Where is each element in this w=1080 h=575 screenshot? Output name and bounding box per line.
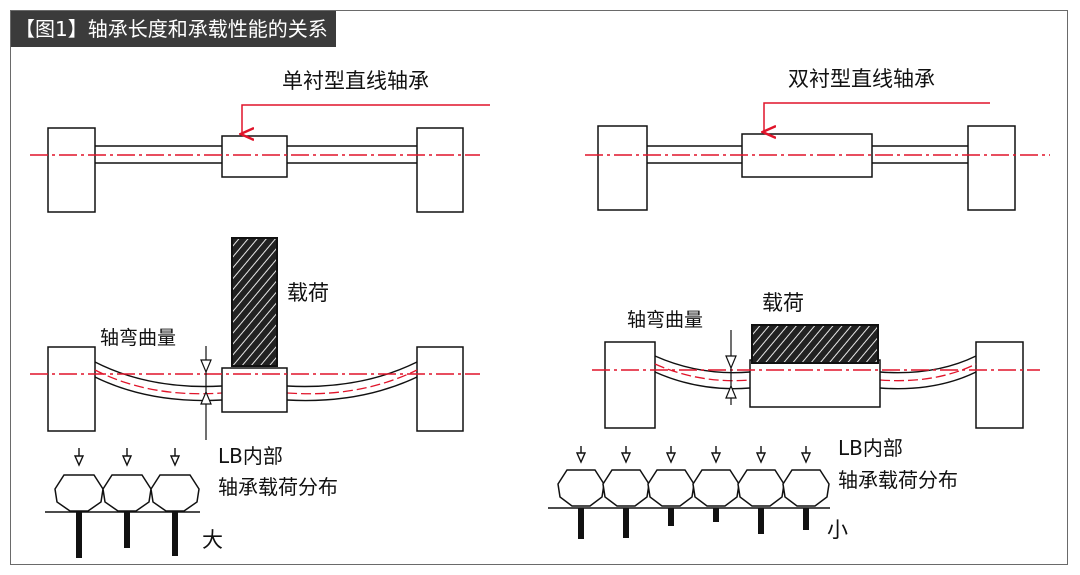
right-bottom-bearing-block bbox=[749, 359, 881, 408]
left-ball-1-bar bbox=[76, 512, 82, 558]
left-ball-3-bar bbox=[172, 512, 178, 556]
right-ball-5 bbox=[737, 446, 785, 534]
left-leader-arrow bbox=[242, 104, 490, 134]
right-ball-2-arrow bbox=[620, 446, 632, 464]
right-top-diagram: 双衬型直线轴承 bbox=[585, 67, 1050, 211]
right-ball-4 bbox=[692, 446, 740, 522]
left-ball-3-arrow bbox=[169, 448, 181, 467]
left-ball-3 bbox=[150, 448, 200, 556]
right-ball-1 bbox=[557, 446, 605, 539]
left-ball-2 bbox=[102, 448, 152, 548]
right-load-block bbox=[751, 324, 879, 364]
left-load-block bbox=[231, 237, 278, 367]
left-ball-1-arrow bbox=[73, 448, 85, 467]
right-ball-4-shape bbox=[692, 469, 740, 507]
right-ball-6-arrow bbox=[800, 446, 812, 464]
left-bottom-bearing-block bbox=[221, 367, 288, 413]
right-bottom-support-right bbox=[975, 341, 1024, 429]
right-ball-1-bar bbox=[578, 508, 584, 539]
right-ball-6-bar bbox=[803, 508, 809, 530]
left-bottom-support-right bbox=[416, 346, 464, 432]
right-ball-6 bbox=[782, 446, 830, 530]
right-ball-4-arrow bbox=[710, 446, 722, 464]
right-ball-2-shape bbox=[602, 469, 650, 507]
right-bent-shaft-upper-r bbox=[879, 355, 977, 374]
right-top-support-left bbox=[597, 125, 648, 211]
left-ball-1 bbox=[54, 448, 104, 558]
left-load-label: 载荷 bbox=[287, 281, 329, 305]
right-bearing-label: 双衬型直线轴承 bbox=[788, 67, 935, 91]
left-distribution-label-1: LB内部 bbox=[218, 444, 283, 468]
right-distribution-label-2: 轴承载荷分布 bbox=[838, 468, 958, 492]
right-ball-2 bbox=[602, 446, 650, 538]
right-ball-3-bar bbox=[668, 508, 674, 526]
right-ball-1-arrow bbox=[575, 446, 587, 464]
right-ball-3-shape bbox=[647, 469, 695, 507]
right-ball-5-bar bbox=[758, 508, 764, 534]
left-top-support-right bbox=[416, 127, 464, 213]
right-deflection-arrow-down bbox=[725, 355, 737, 370]
left-bent-shaft-lower bbox=[94, 376, 223, 402]
right-bent-shaft-lower-r bbox=[879, 371, 977, 390]
left-bent-shaft-upper-r bbox=[286, 361, 418, 388]
right-ball-5-arrow bbox=[755, 446, 767, 464]
figure-title: 【图1】轴承长度和承载性能的关系 bbox=[11, 11, 336, 47]
left-load-distribution: LB内部 轴承载荷分布 大 bbox=[45, 444, 338, 558]
right-bottom-diagram: 载荷 轴弯曲量 bbox=[592, 291, 1040, 429]
right-ball-2-bar bbox=[623, 508, 629, 538]
right-ball-3-arrow bbox=[665, 446, 677, 464]
right-load-label: 载荷 bbox=[762, 291, 804, 315]
left-ball-2-shape bbox=[102, 474, 152, 512]
right-ball-3 bbox=[647, 446, 695, 526]
left-ball-2-arrow bbox=[121, 448, 133, 467]
left-top-support-left bbox=[47, 127, 96, 213]
left-bottom-support-left bbox=[47, 346, 96, 432]
right-leader-arrow bbox=[764, 102, 990, 132]
left-magnitude-label: 大 bbox=[202, 528, 223, 552]
left-deflection-arrow-up bbox=[200, 390, 212, 405]
left-deflection-arrow-down bbox=[200, 359, 212, 374]
right-bottom-support-left bbox=[604, 341, 656, 429]
left-ball-3-shape bbox=[150, 474, 200, 512]
right-top-support-right bbox=[967, 125, 1016, 211]
right-ball-5-shape bbox=[737, 469, 785, 507]
left-top-bearing-block bbox=[221, 135, 288, 178]
right-load-distribution: LB内部 轴承载荷分布 小 bbox=[548, 436, 958, 542]
right-ball-4-bar bbox=[713, 508, 719, 522]
left-ball-2-bar bbox=[124, 512, 130, 548]
right-deflected-axis bbox=[654, 363, 977, 382]
left-bottom-diagram: 载荷 轴弯曲量 bbox=[30, 237, 480, 440]
right-deflection-arrow-up bbox=[725, 384, 737, 399]
left-ball-1-shape bbox=[54, 474, 104, 512]
left-bent-shaft-lower-r bbox=[286, 376, 418, 402]
left-bearing-label: 单衬型直线轴承 bbox=[282, 69, 429, 93]
right-distribution-label-1: LB内部 bbox=[838, 436, 903, 460]
left-deflection-label: 轴弯曲量 bbox=[100, 327, 176, 349]
right-magnitude-label: 小 bbox=[827, 518, 848, 542]
left-distribution-label-2: 轴承载荷分布 bbox=[218, 475, 338, 499]
right-ball-1-shape bbox=[557, 469, 605, 507]
right-deflection-label: 轴弯曲量 bbox=[627, 309, 703, 331]
left-top-diagram: 单衬型直线轴承 bbox=[30, 69, 490, 213]
right-ball-6-shape bbox=[782, 469, 830, 507]
right-bent-shaft-lower bbox=[654, 371, 751, 390]
